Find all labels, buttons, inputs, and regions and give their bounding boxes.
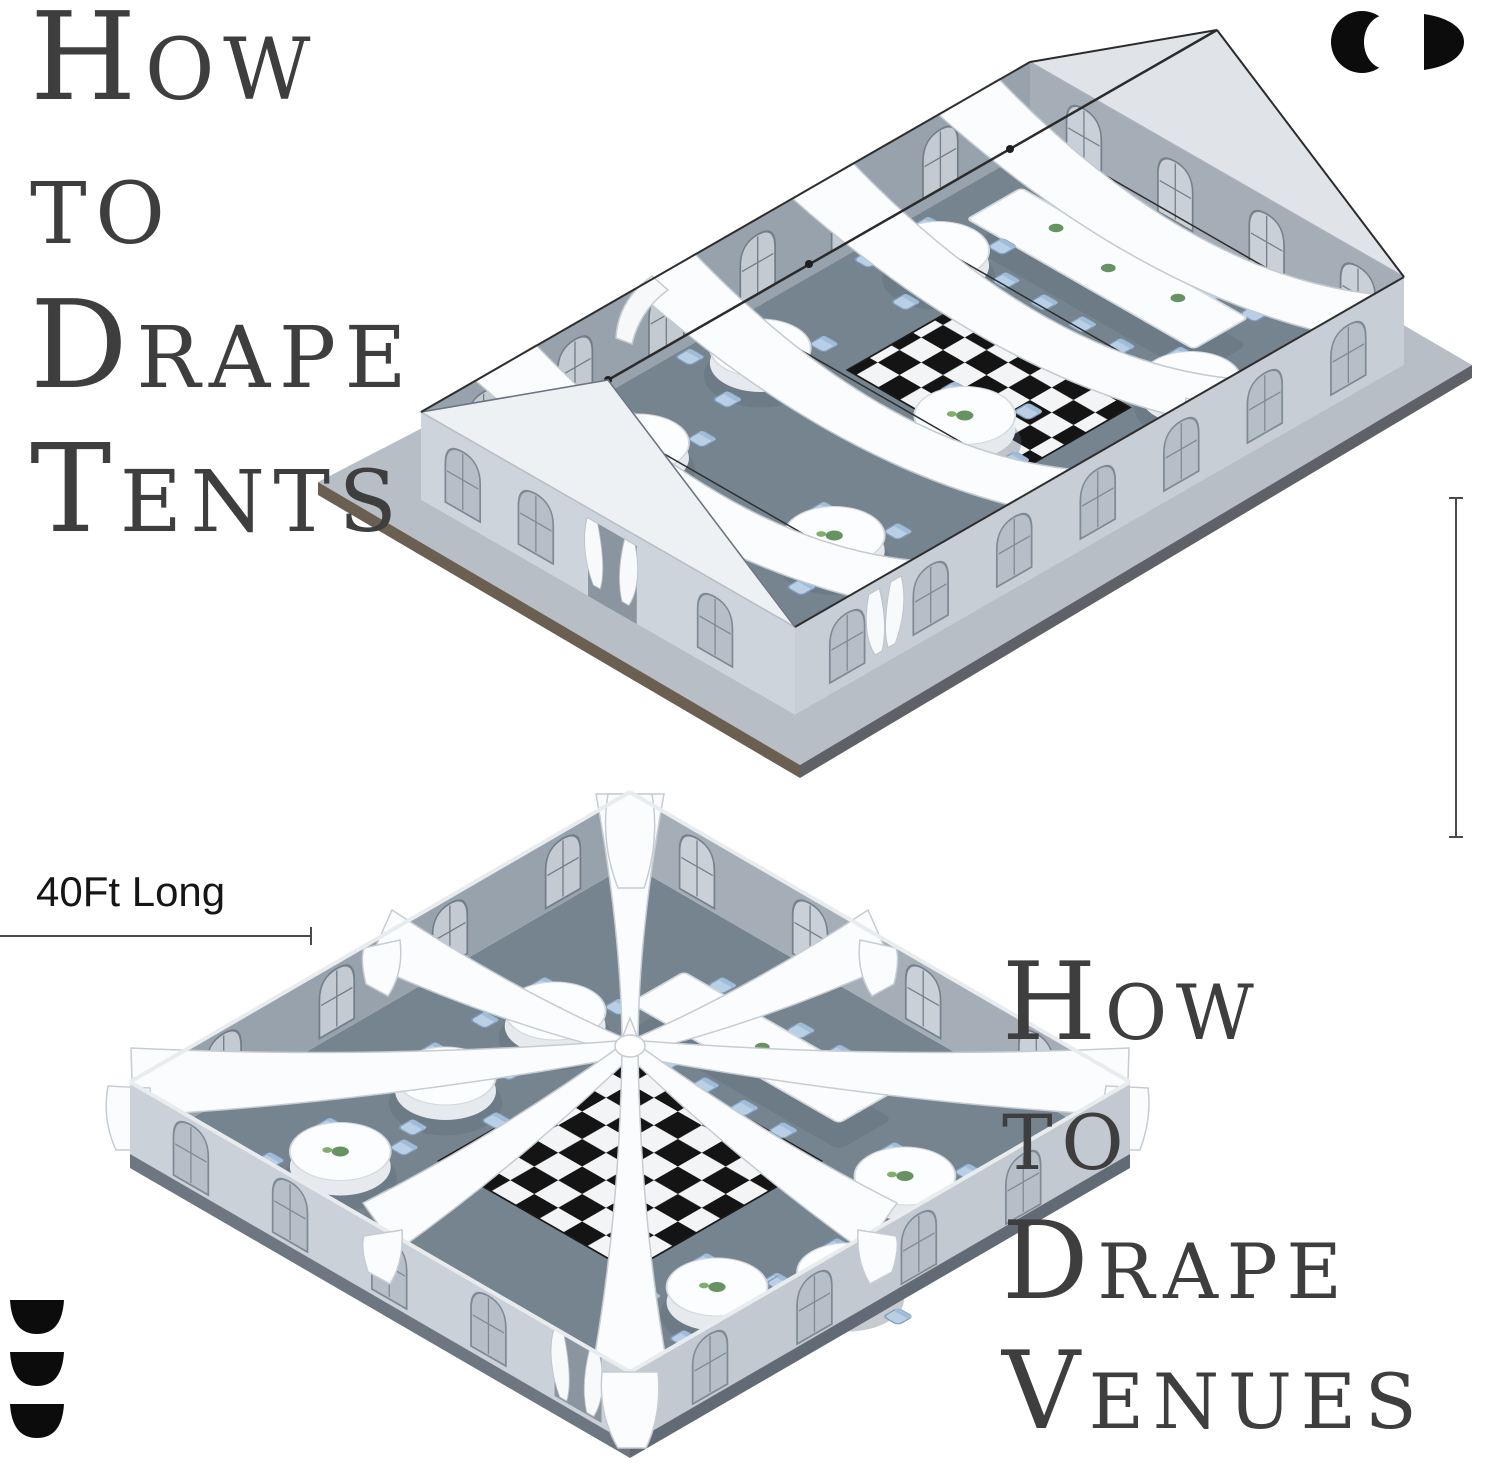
tent-near-wall-left-windows: [444, 440, 734, 669]
venue-radial-drapes: [105, 793, 1150, 1371]
drape-tail-south-corner: [600, 1371, 660, 1449]
tent-ground-edge-left: [318, 482, 800, 778]
gable-edge: [607, 379, 796, 628]
brand-stacked-semicircles-icon: [10, 1300, 64, 1438]
side-dimension-tick-bottom: [1449, 836, 1463, 838]
length-dimension-tick: [310, 927, 312, 945]
gable-edge: [420, 379, 609, 413]
side-dimension-tick-top: [1449, 497, 1463, 499]
title-tents-line-1: How: [30, 0, 320, 128]
title-venues-line-1: How: [1002, 940, 1263, 1065]
tent-illustration: [318, 28, 1472, 778]
venue-drape-knot: [614, 1015, 646, 1058]
venue-base-right: [630, 1154, 1130, 1458]
title-tents-line-4: Tents: [30, 417, 406, 560]
title-venues: How to Drape Venues: [1002, 938, 1425, 1456]
eave-line-left: [420, 61, 1031, 413]
side-dimension-line: [1455, 498, 1457, 838]
ridge-finial: [805, 260, 813, 268]
title-tents: How to Drape Tents: [30, 0, 415, 562]
length-dimension-line: [0, 935, 312, 937]
ridge-finial: [1006, 145, 1014, 153]
drape-tail-northwest: [361, 939, 402, 997]
drape-tail-southeast: [857, 1229, 899, 1285]
venue-near-wall-left-windows: [172, 1113, 604, 1423]
title-tents-line-2: to: [30, 129, 174, 272]
title-venues-line-2: to: [1002, 1069, 1133, 1195]
drape-spill-tail: [615, 275, 670, 346]
drape-tail-north-corner: [604, 793, 656, 889]
venue-illustration: [105, 790, 1150, 1458]
brand-crescent-circles-icon: [1331, 11, 1464, 73]
eave-line-right: [794, 276, 1405, 628]
drape-tail-northeast: [858, 939, 899, 997]
length-dimension-label: 40Ft Long: [36, 868, 226, 915]
venue-base-left: [130, 1154, 630, 1458]
drape-tail-southwest: [361, 1229, 403, 1285]
tent-roof-frame: [604, 28, 1405, 384]
venue-drape-overhangs: [361, 1229, 899, 1449]
title-venues-line-3: Drape: [1002, 1199, 1351, 1325]
title-venues-line-4: Venues: [1002, 1328, 1426, 1454]
title-tents-line-3: Drape: [30, 273, 416, 416]
tent-long-table: [951, 188, 1271, 378]
tent-ground-edge-right: [800, 365, 1472, 778]
tent-furniture: [512, 188, 1359, 651]
venue-wall-rims: [128, 790, 1132, 1374]
